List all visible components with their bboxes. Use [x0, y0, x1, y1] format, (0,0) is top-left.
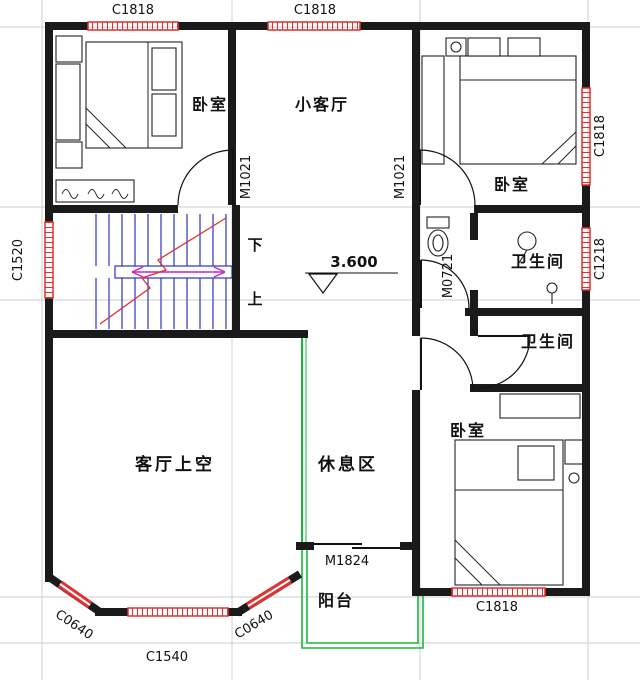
window-label-c1818-top-left: C1818 [112, 3, 154, 18]
furniture-bedroom-bottom-right [454, 393, 588, 586]
stair-break-line [99, 217, 227, 325]
sliding-door-balcony [314, 543, 400, 549]
room-label-bedroom-bottom-right: 卧室 [450, 421, 486, 440]
stair-direction-arrow [131, 266, 226, 278]
window-label-c1818-bottom: C1818 [476, 600, 518, 615]
elevation-marker [305, 272, 398, 295]
door-label-m1021-left: M1021 [239, 155, 254, 199]
balcony-outline [301, 550, 424, 649]
door-label-m1021-right: M1021 [393, 155, 408, 199]
doors [177, 149, 531, 391]
room-label-bathroom-lower: 卫生间 [521, 332, 575, 351]
window-label-c1818-right: C1818 [593, 115, 608, 157]
stair-up-label: 上 [247, 290, 262, 308]
room-label-living-void: 客厅上空 [134, 454, 215, 475]
window-label-c1818-top-middle: C1818 [294, 3, 336, 18]
room-label-bedroom-top-left: 卧室 [192, 95, 228, 114]
windows [44, 21, 591, 617]
walls [45, 22, 590, 616]
void-railing [301, 338, 307, 542]
door-label-m0721: M0721 [441, 254, 456, 298]
elevation-label: 3.600 [330, 253, 377, 271]
furniture-bedroom-top-left [55, 35, 183, 203]
room-label-balcony: 阳台 [318, 591, 354, 610]
window-label-c1540: C1540 [146, 650, 188, 665]
shower-fixture [517, 231, 558, 304]
room-label-small-living: 小客厅 [295, 95, 349, 114]
furniture-bedroom-top-right [421, 37, 577, 165]
toilet-fixture [426, 216, 450, 257]
window-label-c0640-left: C0640 [52, 607, 95, 643]
door-label-m1824: M1824 [325, 554, 369, 569]
room-label-bedroom-top-right: 卧室 [494, 175, 530, 194]
stair-down-label: 下 [247, 236, 262, 254]
room-label-bathroom-upper: 卫生间 [511, 252, 565, 271]
window-label-c1218: C1218 [593, 238, 608, 280]
window-label-c1520: C1520 [11, 239, 26, 281]
corner-windows [57, 576, 293, 610]
room-label-rest-area: 休息区 [317, 454, 378, 475]
